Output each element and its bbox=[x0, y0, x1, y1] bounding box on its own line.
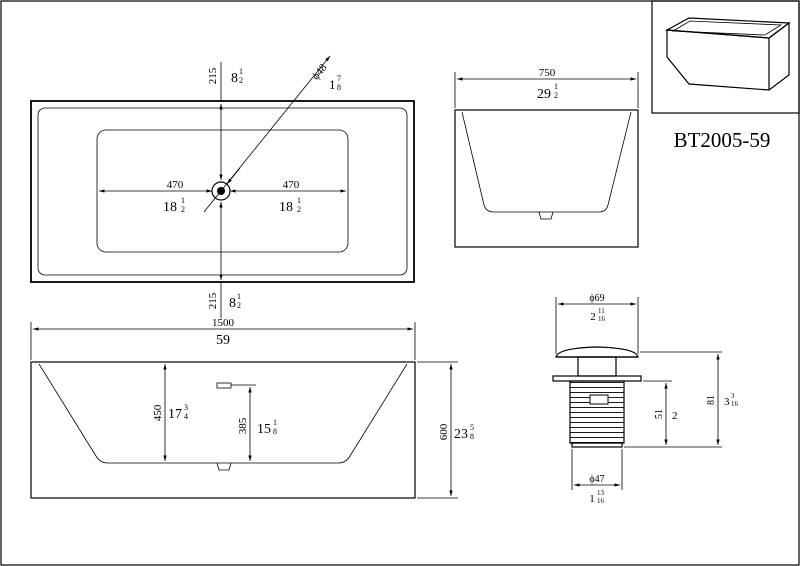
dim-81-inch-whole: 3 bbox=[724, 396, 730, 408]
dim-470-left-inch-num: 1 bbox=[181, 196, 185, 205]
dim-48-value: ϕ48 bbox=[310, 61, 330, 82]
dim-47-inch-num: 13 bbox=[597, 489, 605, 497]
side-view-box bbox=[454, 109, 639, 248]
dim-215-top-inch-whole: 8 bbox=[231, 71, 238, 86]
side-view-drain bbox=[538, 211, 554, 220]
iso-side-face bbox=[768, 21, 790, 91]
dim-69-inch-den: 16 bbox=[598, 315, 606, 323]
dim-470-right-inch-den: 2 bbox=[297, 205, 301, 214]
dim-600-inch-num: 5 bbox=[470, 423, 474, 432]
side-view-basin-profile bbox=[461, 111, 632, 213]
dim-47-inch-whole: 1 bbox=[589, 493, 595, 505]
dim-215-bottom-inch-whole: 8 bbox=[229, 296, 236, 311]
dim-385-value: 385 bbox=[237, 417, 249, 434]
drain-cap bbox=[555, 346, 639, 358]
dim-51-value: 51 bbox=[654, 409, 665, 419]
dim-600-inch-whole: 23 bbox=[454, 427, 468, 442]
dim-750-inch-whole: 29 bbox=[537, 87, 551, 102]
dim-215-bottom-inch-num: 1 bbox=[237, 292, 241, 301]
dim-385-inch-whole: 15 bbox=[257, 422, 271, 437]
dim-470-left-value: 470 bbox=[167, 179, 184, 191]
dim-385-inch-num: 1 bbox=[273, 418, 277, 427]
dim-470-right-value: 470 bbox=[283, 179, 300, 191]
drain-threaded-body bbox=[569, 380, 625, 444]
dim-215-bottom-inch-den: 2 bbox=[237, 301, 241, 310]
drain-bottom bbox=[571, 442, 623, 448]
front-view: 1500 59 450 17 3 4 385 15 1 8 600 23 5 8 bbox=[30, 317, 474, 499]
drain-window bbox=[589, 394, 609, 405]
dim-69-inch-whole: 2 bbox=[590, 311, 596, 323]
dim-215-top-value: 215 bbox=[207, 67, 219, 84]
drain-stem bbox=[577, 356, 617, 377]
dim-1500-value: 1500 bbox=[212, 317, 235, 329]
top-view: 215 8 1 2 215 8 1 2 470 18 1 2 470 18 1 … bbox=[30, 55, 415, 318]
front-view-basin-profile bbox=[38, 363, 408, 464]
side-view: 750 29 1 2 bbox=[454, 67, 639, 248]
drain-detail: ϕ69 2 11 16 81 3 3 16 51 2 ϕ47 1 13 16 bbox=[552, 293, 739, 505]
dim-450-inch-den: 4 bbox=[184, 412, 188, 421]
dim-215-top-inch-num: 1 bbox=[239, 67, 243, 76]
iso-front-face bbox=[666, 29, 770, 91]
dim-750-inch-den: 2 bbox=[554, 91, 558, 100]
dim-470-right-inch-whole: 18 bbox=[279, 200, 293, 215]
iso-top-inner bbox=[671, 20, 783, 36]
dim-600-value: 600 bbox=[438, 423, 450, 440]
dim-69-value: ϕ69 bbox=[589, 293, 604, 304]
dim-48-leader bbox=[203, 55, 331, 213]
dim-470-right-inch-num: 1 bbox=[297, 196, 301, 205]
dim-215-top-inch-den: 2 bbox=[239, 76, 243, 85]
isometric-frame bbox=[651, 0, 800, 114]
dim-47-inch-den: 16 bbox=[597, 497, 605, 505]
front-view-overflow bbox=[216, 382, 232, 389]
dim-48-inch-num: 7 bbox=[337, 74, 341, 83]
dim-51-inch: 2 bbox=[672, 410, 678, 422]
dim-81-inch-num: 3 bbox=[731, 392, 735, 400]
model-number: BT2005-59 bbox=[674, 128, 771, 152]
isometric-view: BT2005-59 bbox=[651, 0, 800, 152]
dim-215-bottom-value: 215 bbox=[207, 292, 219, 309]
dim-470-left-inch-den: 2 bbox=[181, 205, 185, 214]
drain-flange bbox=[552, 375, 642, 382]
dim-69-inch-num: 11 bbox=[598, 307, 605, 315]
dim-450-inch-whole: 17 bbox=[168, 407, 182, 422]
dim-48-arrow bbox=[226, 167, 241, 185]
front-view-drain bbox=[216, 462, 232, 471]
front-view-box bbox=[30, 361, 416, 499]
dim-48-inch-den: 8 bbox=[337, 83, 341, 92]
dim-385-inch-den: 8 bbox=[273, 427, 277, 436]
top-view-outer-rim bbox=[30, 100, 415, 283]
dim-470-left-inch-whole: 18 bbox=[163, 200, 177, 215]
dim-750-inch-num: 1 bbox=[554, 82, 558, 91]
dim-750-value: 750 bbox=[539, 67, 556, 79]
dim-600-inch-den: 8 bbox=[470, 432, 474, 441]
dim-450-value: 450 bbox=[152, 404, 164, 421]
dim-1500-inch: 59 bbox=[216, 333, 230, 348]
dim-81-inch-den: 16 bbox=[731, 400, 739, 408]
dim-450-inch-num: 3 bbox=[184, 403, 188, 412]
dim-47-value: ϕ47 bbox=[589, 474, 604, 485]
dim-81-value: 81 bbox=[706, 395, 717, 405]
dim-48-inch-whole: 1 bbox=[329, 77, 336, 92]
